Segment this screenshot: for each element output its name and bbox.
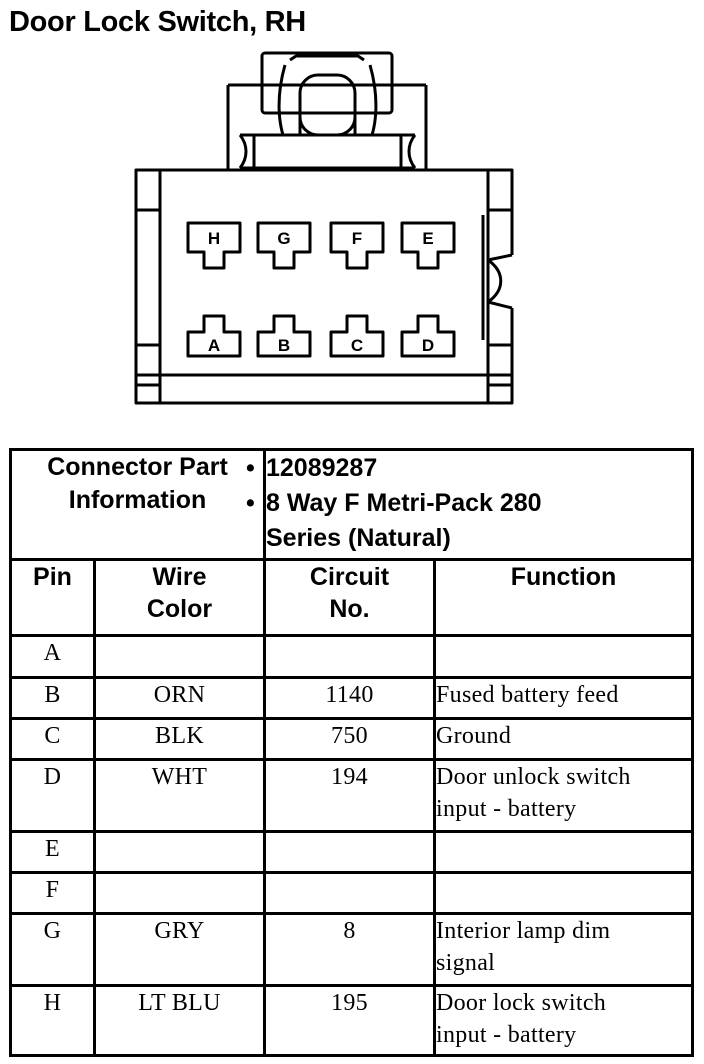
- pin-cell: E: [9, 830, 96, 874]
- connector-diagram: H G F E A B C D: [134, 51, 514, 405]
- pin-label-top: F: [352, 229, 362, 248]
- pin-cell: C: [9, 717, 96, 761]
- pin-cell: H: [9, 984, 96, 1057]
- function-cell: [433, 830, 694, 874]
- wire-color-cell: GRY: [93, 912, 266, 987]
- pin-cavity-c: [329, 314, 385, 358]
- pin-cavity-h: [186, 221, 242, 270]
- connector-type: •8 Way F Metri-Pack 280 Series (Natural): [246, 489, 542, 552]
- circuit-cell: 194: [263, 758, 436, 833]
- circuit-cell: 1140: [263, 676, 436, 720]
- page-title: Door Lock Switch, RH: [9, 6, 306, 38]
- circuit-cell: [263, 830, 436, 874]
- connector-table: Connector Part Information •12089287 •8 …: [9, 448, 694, 1057]
- wire-color-cell: [93, 830, 266, 874]
- pin-label-top: G: [277, 229, 290, 248]
- header-pin: Pin: [9, 558, 96, 637]
- pin-cavity-e: [400, 221, 456, 270]
- pin-cell: D: [9, 758, 96, 833]
- pin-cell: G: [9, 912, 96, 987]
- pin-cavity-b: [256, 314, 312, 358]
- table-row: F: [9, 871, 694, 915]
- function-cell: [433, 634, 694, 679]
- table-row: B ORN 1140 Fused battery feed: [9, 676, 694, 720]
- function-cell: [433, 871, 694, 915]
- wire-color-cell: [93, 634, 266, 679]
- table-row: E: [9, 830, 694, 874]
- circuit-cell: [263, 871, 436, 915]
- part-number: •12089287: [246, 454, 378, 482]
- function-cell: Ground: [433, 717, 694, 761]
- table-row: A: [9, 634, 694, 679]
- wire-color-cell: [93, 871, 266, 915]
- circuit-cell: [263, 634, 436, 679]
- pin-cavity-f: [329, 221, 385, 270]
- circuit-cell: 195: [263, 984, 436, 1057]
- circuit-cell: 8: [263, 912, 436, 987]
- header-wire-color: Wire Color: [93, 558, 266, 637]
- header-circuit-no: Circuit No.: [263, 558, 436, 637]
- table-row: C BLK 750 Ground: [9, 717, 694, 761]
- pin-cell: A: [9, 634, 96, 679]
- info-values: •12089287 •8 Way F Metri-Pack 280 Series…: [246, 448, 694, 561]
- pin-label-top: E: [422, 229, 433, 248]
- pin-cell: F: [9, 871, 96, 915]
- pin-label-bottom: A: [208, 336, 220, 355]
- function-cell: Fused battery feed: [433, 676, 694, 720]
- info-label: Connector Part Information: [9, 448, 266, 561]
- pin-cavity-a: [186, 314, 242, 358]
- pin-cell: B: [9, 676, 96, 720]
- connector-housing: [134, 168, 514, 405]
- wire-color-cell: ORN: [93, 676, 266, 720]
- pin-cavity-g: [256, 221, 312, 270]
- circuit-cell: 750: [263, 717, 436, 761]
- wire-color-cell: LT BLU: [93, 984, 266, 1057]
- header-row: Pin Wire Color Circuit No. Function: [9, 558, 694, 637]
- wire-color-cell: BLK: [93, 717, 266, 761]
- pin-label-bottom: D: [422, 336, 434, 355]
- header-function: Function: [433, 558, 694, 637]
- pin-cavity-d: [400, 314, 456, 358]
- connector-latch: [226, 51, 428, 170]
- pin-label-bottom: B: [278, 336, 290, 355]
- pin-label-top: H: [208, 229, 220, 248]
- wire-color-cell: WHT: [93, 758, 266, 833]
- info-row: Connector Part Information •12089287 •8 …: [9, 448, 694, 561]
- pin-label-bottom: C: [351, 336, 363, 355]
